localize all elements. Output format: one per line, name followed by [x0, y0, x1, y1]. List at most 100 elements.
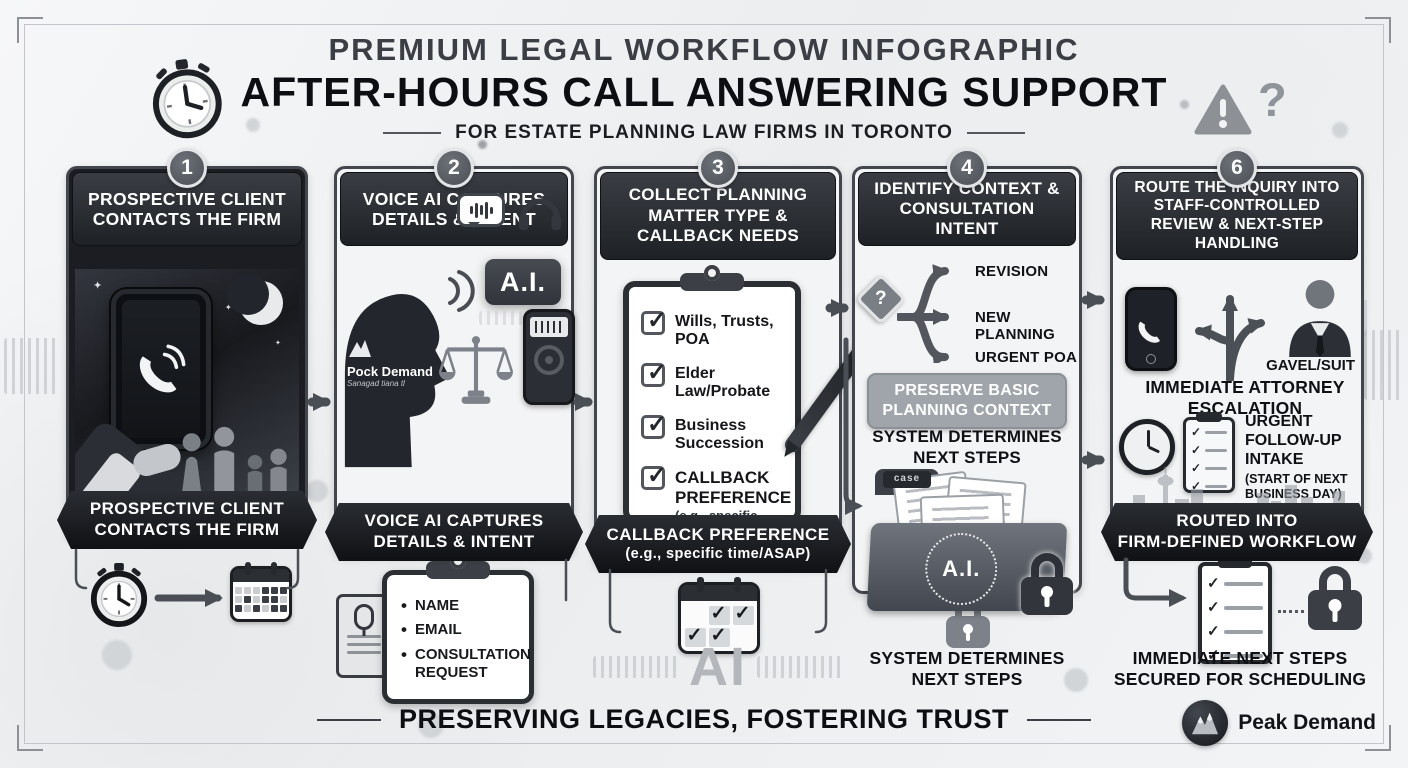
ribbon-text: FIRM-DEFINED WORKFLOW [1117, 532, 1357, 551]
bokeh-dot [102, 640, 132, 670]
stopwatch-icon [88, 562, 150, 633]
intake-checklist-icon: ✓ ✓ ✓ ✓ [1183, 412, 1235, 493]
ai-label: A.I. [485, 259, 561, 305]
captured-item: CONSULTATION REQUEST [401, 645, 531, 683]
header: PREMIUM LEGAL WORKFLOW INFOGRAPHIC AFTER… [0, 32, 1408, 144]
system-determines-text: SYSTEM DETERMINES NEXT STEPS [872, 427, 1062, 467]
sound-waves-icon [445, 265, 479, 322]
checklist-row: Business Succession [641, 410, 787, 454]
captured-details-clipboard: NAME EMAIL CONSULTATION REQUEST [382, 561, 534, 704]
smartphone-icon [111, 289, 211, 449]
callback-calendar-icon [678, 577, 760, 654]
bokeh-dot [1064, 668, 1088, 692]
clock-icon [1119, 419, 1175, 475]
speaking-person-silhouette [339, 253, 453, 474]
star-icon: ✦ [225, 303, 232, 312]
watermark-brand: Pock Demand Sanagad tiana tl [347, 337, 433, 388]
step-2-ribbon: VOICE AI CAPTURES DETAILS & INTENT [325, 503, 583, 561]
calendar-icon [230, 562, 292, 622]
watermark-brand-sub: Sanagad tiana tl [347, 379, 405, 388]
captured-item: NAME [401, 596, 519, 617]
ribbon-text: PROSPECTIVE CLIENT [89, 499, 285, 519]
step-3-panel: COLLECT PLANNING MATTER TYPE & CALLBACK … [594, 166, 882, 568]
step-5-column: 6 ROUTE THE INQUIRY INTO STAFF-CONTROLLE… [1110, 148, 1364, 752]
question-mark-icon: ? [1258, 73, 1287, 126]
waveform-decoration [1364, 330, 1404, 400]
checkbox-icon [641, 306, 667, 335]
tagline-dash [316, 718, 381, 721]
mountain-logo-icon [349, 340, 371, 357]
folder-tab-label: case [883, 471, 931, 488]
watermark-brand-name: Pock Demand [347, 364, 433, 379]
mountain-logo-icon [1182, 700, 1229, 746]
step-2-panel: VOICE AI CAPTURES DETAILS & INTENT Pock … [334, 166, 574, 556]
bokeh-dot [418, 712, 444, 738]
frame-corner [17, 725, 43, 751]
subtitle-dash [383, 132, 442, 134]
urgent-text: URGENT FOLLOW-UP INTAKE [1245, 413, 1342, 468]
context-text: PLANNING CONTEXT [882, 402, 1052, 419]
footer-tagline: PRESERVING LEGACIES, FOSTERING TRUST [398, 704, 1010, 734]
step-3-badge: 3 [698, 148, 738, 188]
checkbox-icon [641, 358, 667, 387]
waveform-decoration [593, 656, 679, 678]
bokeh-dot [246, 118, 260, 132]
step-1-badge: 1 [167, 148, 207, 188]
star-icon: ✦ [93, 280, 103, 292]
ribbon-text: CONTACTS THE FIRM [94, 520, 280, 539]
step-3-ribbon: CALLBACK PREFERENCE (e.g., specific time… [585, 515, 851, 573]
frame-corner [17, 17, 43, 43]
speech-bubble-icon [457, 193, 505, 228]
question-mark: ? [875, 287, 887, 309]
night-call-scene: ✦ ✦ ✦ [75, 269, 299, 507]
step-1-ribbon: PROSPECTIVE CLIENT CONTACTS THE FIRM [57, 491, 317, 549]
lock-icon [1021, 553, 1073, 615]
calendar-grid [233, 587, 289, 612]
branch-label: REVISION [975, 263, 1049, 280]
checklist-row: Elder Law/Probate [641, 358, 787, 402]
ribbon-text: CALLBACK PREFERENCE [606, 524, 830, 544]
step-3-column: 3 COLLECT PLANNING MATTER TYPE & CALLBAC… [594, 148, 882, 752]
step-5-panel: ROUTE THE INQUIRY INTO STAFF-CONTROLLED … [1110, 166, 1364, 556]
bokeh-dot [306, 480, 328, 502]
step-1-column: 1 PROSPECTIVE CLIENT CONTACTS THE FIRM ✦… [66, 148, 308, 752]
step-4-panel: IDENTIFY CONTEXT & CONSULTATION INTENT ? [852, 166, 1082, 615]
step-5-caption: IMMEDIATE NEXT STEPS SECURED FOR SCHEDUL… [1113, 648, 1367, 690]
preserve-context-box: PRESERVE BASIC PLANNING CONTEXT [867, 373, 1067, 429]
warning-icon [1194, 84, 1252, 141]
step-1-title: PROSPECTIVE CLIENT CONTACTS THE FIRM [72, 172, 302, 246]
matter-type-checklist: Wills, Trusts, POA Elder Law/Probate Bus… [623, 273, 801, 538]
ribbon-text: ROUTED INTO [1176, 511, 1298, 531]
voice-recorder-icon [523, 309, 575, 405]
step-5-badge: 6 [1217, 148, 1257, 188]
moon-icon [227, 273, 283, 325]
phone-icon [1125, 287, 1177, 371]
checklist-label: Wills, Trusts, POA [675, 313, 774, 349]
step-5-ribbon: ROUTED INTO FIRM-DEFINED WORKFLOW [1101, 503, 1373, 561]
case-folder-illustration: case A.I. [866, 469, 1073, 615]
tagline-dash [1027, 718, 1092, 721]
ribbon-text: DETAILS & INTENT [373, 532, 535, 551]
captured-item: EMAIL [401, 620, 519, 641]
context-text: PRESERVE BASIC [894, 382, 1040, 399]
stopwatch-icon [142, 53, 231, 150]
footer-tagline-row: PRESERVING LEGACIES, FOSTERING TRUST [0, 704, 1408, 735]
checklist-row: Wills, Trusts, POA [641, 306, 787, 350]
ribbon-text: (e.g., specific time/ASAP) [625, 545, 811, 562]
gavel-suit-label: GAVEL/SUIT [1266, 357, 1355, 374]
ai-watermark: AI [689, 637, 747, 697]
scheduling-checklist-icon: ✓ ✓ ✓ ✓ [1198, 556, 1272, 664]
checkbox-icon [641, 410, 667, 439]
subtitle-dash [966, 132, 1025, 134]
kicker-text: PREMIUM LEGAL WORKFLOW INFOGRAPHIC [328, 32, 1080, 67]
brand-name: Peak Demand [1238, 711, 1376, 734]
urgent-intake-text: URGENT FOLLOW-UP INTAKE (START OF NEXT B… [1245, 413, 1361, 503]
attorney-icon [1285, 279, 1355, 362]
ai-watermark-row: AI [554, 640, 882, 694]
bokeh-dot [1332, 122, 1348, 138]
callback-label: CALLBACK PREFERENCE [675, 468, 792, 507]
frame-corner [1365, 17, 1391, 43]
brand-logo: Peak Demand [1182, 700, 1376, 746]
checkbox-icon [641, 461, 667, 491]
